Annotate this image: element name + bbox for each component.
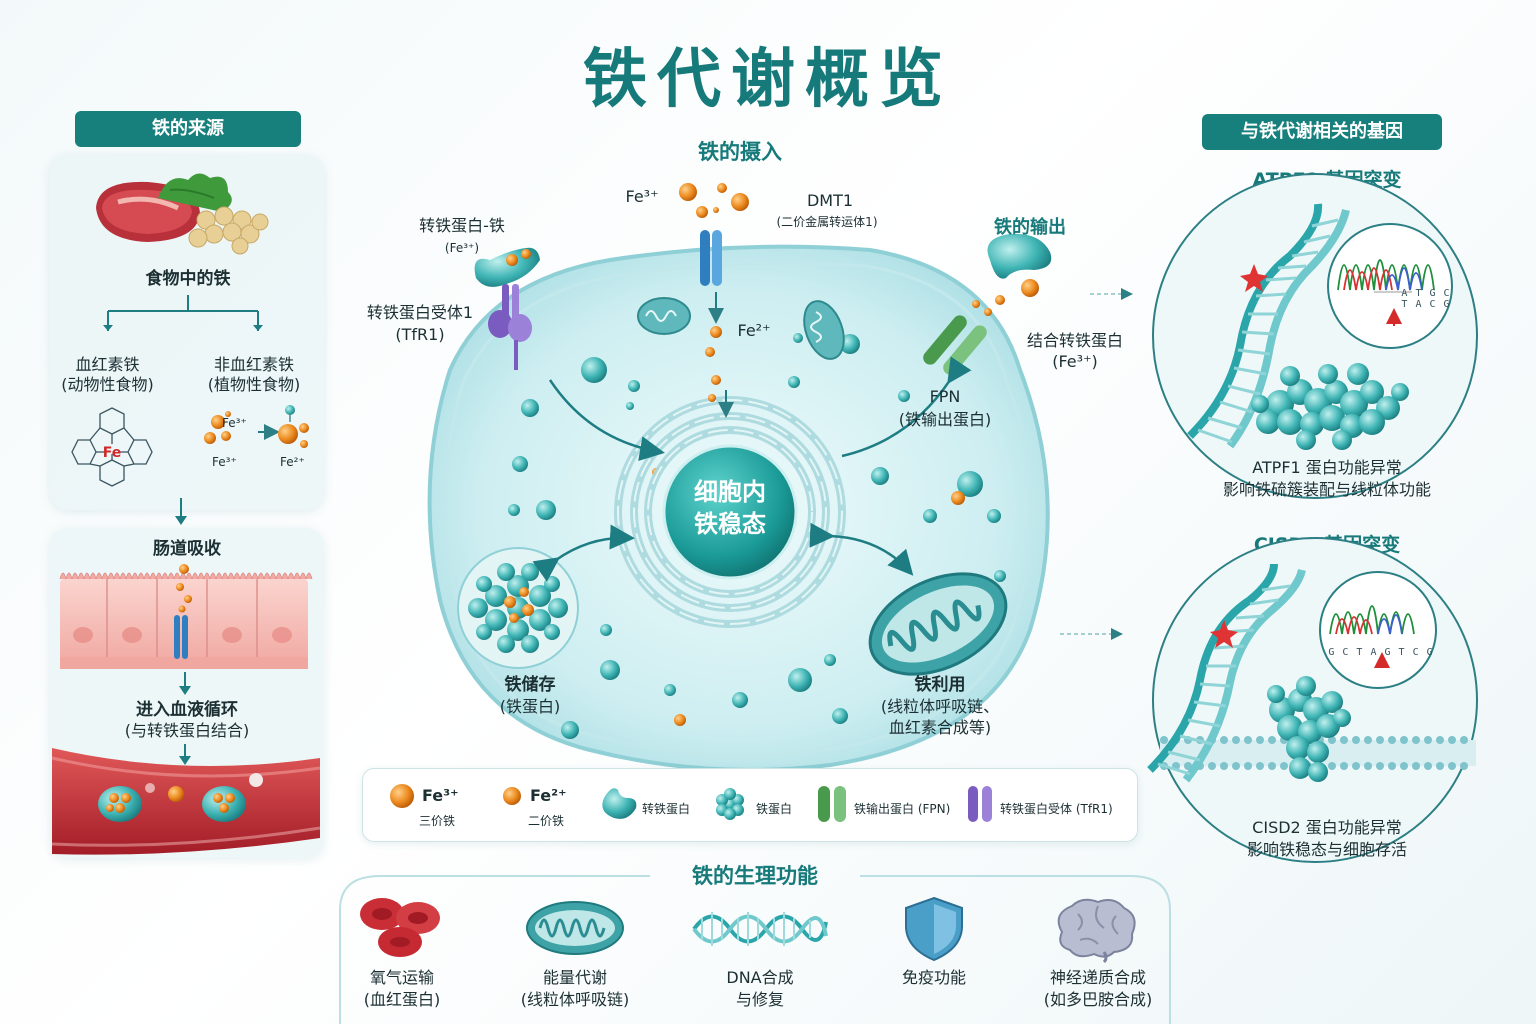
iron-utilization-sub-1: (线粒体呼吸链、	[880, 697, 1000, 716]
function-oxygen-l1: 氧气运输	[369, 968, 434, 987]
function-dna-l1: DNA合成	[726, 968, 794, 987]
legend-tfr1-icon	[968, 786, 992, 822]
function-immune-l1: 免疫功能	[901, 968, 966, 987]
function-energy-l2: (线粒体呼吸链)	[520, 990, 630, 1009]
legend-fe2-icon	[503, 787, 521, 805]
gene1-sequence: A T G C T A C G	[1401, 288, 1451, 310]
legend-box	[362, 768, 1138, 842]
cell-illustration	[427, 230, 1052, 772]
function-dna-l2: 与修复	[735, 990, 784, 1009]
cell-core-label-1: 细胞内	[694, 478, 766, 506]
gut-absorption-label: 肠道吸收	[153, 539, 221, 559]
legend-fe3-title: Fe³⁺	[422, 786, 459, 805]
cell-core-label-2: 铁稳态	[694, 510, 766, 538]
iron-export-title: 铁的输出	[994, 217, 1066, 238]
food-iron-label: 食物中的铁	[145, 269, 231, 289]
legend-fe2-title: Fe²⁺	[530, 786, 567, 805]
food-illustration	[96, 173, 269, 255]
legend-fe3-sub: 三价铁	[419, 814, 456, 828]
iron-storage-sub: (铁蛋白)	[499, 697, 561, 716]
mitochondrion-icon	[526, 901, 624, 955]
gene1-protein-label: ATPF1 蛋白功能异常	[1252, 458, 1402, 477]
blood-circulation-label: 进入血液循环	[136, 700, 238, 720]
legend-tfr1-label: 转铁蛋白受体 (TfR1)	[1000, 802, 1113, 816]
nonheme-ions-icon	[204, 405, 309, 448]
fe2-inner-label: Fe²⁺	[737, 321, 771, 340]
function-oxygen-l2: (血红蛋白)	[363, 990, 441, 1009]
cell-core-label: 细胞内 铁稳态	[660, 476, 800, 540]
heme-molecule-icon: Fe	[71, 407, 153, 487]
transferrin-fe-label: 转铁蛋白-铁	[419, 216, 505, 235]
nonheme-iron-sub: (植物性食物)	[207, 375, 301, 394]
ion-fe3-label-b: Fe³⁺	[212, 455, 237, 469]
gene1-effect-label: 影响铁硫簇装配与线粒体功能	[1222, 480, 1431, 499]
food-branch-arrows	[103, 295, 263, 331]
legend-fpn-label: 铁输出蛋白 (FPN)	[854, 802, 951, 816]
functions-title: 铁的生理功能	[692, 864, 818, 888]
gene1-illustration	[1090, 173, 1478, 499]
fpn-sub: (铁输出蛋白)	[898, 410, 992, 429]
gene2-illustration	[1060, 537, 1478, 863]
iron-utilization-label: 铁利用	[914, 675, 966, 695]
fe3-top-label: Fe³⁺	[625, 187, 659, 206]
brain-icon	[1057, 898, 1136, 964]
down-arrow-2	[179, 672, 191, 695]
gene2-protein-label: CISD2 蛋白功能异常	[1252, 818, 1402, 837]
iron-source-header: 铁的来源	[75, 111, 301, 147]
tfr1-label: 转铁蛋白受体1	[366, 303, 474, 322]
down-arrow-3	[179, 744, 191, 765]
nonheme-iron-label: 非血红素铁	[213, 355, 294, 374]
down-arrow	[175, 498, 187, 525]
dmt1-sub: (二价金属转运体1)	[776, 215, 878, 229]
genes-header: 与铁代谢相关的基因	[1202, 114, 1442, 150]
functions-frame	[339, 875, 1171, 1024]
intestinal-cells-illustration	[59, 564, 313, 669]
legend-transferrin-icon	[602, 788, 637, 819]
iron-utilization-sub-2: 血红素合成等)	[888, 718, 992, 737]
bound-transferrin-label: 结合转铁蛋白	[1026, 331, 1123, 350]
legend-ferritin-icon	[716, 788, 744, 820]
fpn-label: FPN	[929, 387, 961, 406]
gene2-effect-label: 影响铁稳态与细胞存活	[1246, 840, 1407, 859]
iron-storage-label: 铁储存	[504, 675, 556, 695]
function-neuro-l1: 神经递质合成	[1049, 968, 1146, 987]
legend-transferrin-label: 转铁蛋白	[642, 802, 691, 816]
gene2-sequence: G C T A G T C G	[1328, 647, 1434, 658]
dmt1-label: DMT1	[806, 191, 854, 210]
heme-fe-label: Fe	[103, 445, 122, 461]
function-energy-l1: 能量代谢	[542, 968, 607, 987]
ion-fe3-label: Fe³⁺	[222, 416, 247, 430]
dna-icon	[692, 912, 828, 946]
red-blood-cell-icon	[360, 898, 440, 957]
legend-fpn-icon	[818, 786, 846, 822]
legend-fe3-icon	[390, 784, 414, 808]
shield-icon	[905, 896, 963, 962]
function-neuro-l2: (如多巴胺合成)	[1043, 990, 1153, 1009]
heme-iron-sub: (动物性食物)	[61, 375, 154, 394]
page-title: 铁代谢概览	[583, 43, 953, 117]
ion-fe2-label: Fe²⁺	[280, 455, 305, 469]
fe3-top-ions	[679, 183, 749, 218]
blood-vessel-illustration	[51, 748, 321, 855]
blood-circulation-sub: (与转铁蛋白结合)	[124, 721, 250, 740]
transferrin-fe-sub: (Fe³⁺)	[444, 241, 480, 255]
iron-uptake-title: 铁的摄入	[698, 140, 782, 164]
bound-transferrin-sub: (Fe³⁺)	[1052, 352, 1098, 371]
legend-ferritin-label: 铁蛋白	[756, 802, 793, 816]
legend-fe2-sub: 二价铁	[528, 814, 565, 828]
heme-iron-label: 血红素铁	[75, 355, 140, 374]
tfr1-sub: (TfR1)	[395, 325, 445, 344]
